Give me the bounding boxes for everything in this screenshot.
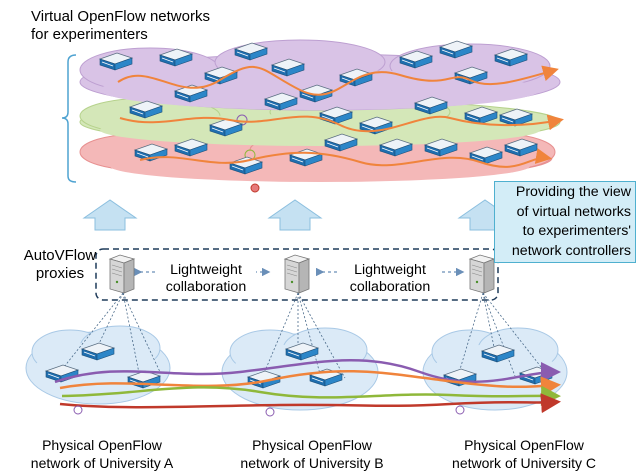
controller-view-callout: Providing the view of virtual networks t…: [494, 181, 636, 263]
spiral-mark: [265, 407, 275, 417]
physical-network-cloud-a: [25, 325, 171, 405]
collaboration-label-line: Lightweight: [170, 262, 242, 278]
proxy-server: [109, 254, 135, 294]
proxies-label-line: AutoVFlow: [23, 247, 97, 264]
physical-path-purple: [54, 358, 561, 384]
proxy-server: [284, 254, 310, 294]
up-arrow: [267, 199, 323, 231]
virtual-path: [139, 148, 552, 168]
autovflow-proxies-box: [95, 248, 499, 301]
collaboration-label-line: collaboration: [165, 279, 247, 295]
physical-path-green: [61, 385, 561, 406]
virtual-path: [117, 65, 559, 96]
control-links: [59, 292, 546, 379]
physical-path-red: [59, 393, 561, 414]
physical-network-label-a: Physical OpenFlow network of University …: [16, 436, 188, 472]
physical-path-orange: [59, 369, 561, 397]
physical-network-label-c: Physical OpenFlow network of University …: [438, 436, 610, 472]
physical-label-line: network of University C: [452, 455, 596, 471]
callout-line: to experimenters': [522, 223, 631, 239]
physical-label-line: Physical OpenFlow: [464, 437, 584, 453]
physical-label-line: Physical OpenFlow: [252, 437, 372, 453]
collaboration-label-line: collaboration: [349, 279, 431, 295]
collaboration-label-line: Lightweight: [354, 262, 426, 278]
proxy-server: [469, 254, 495, 294]
callout-line: Providing the view: [515, 184, 631, 200]
spiral-mark: [250, 183, 260, 193]
spiral-mark: [73, 405, 83, 415]
collaboration-label-left: Lightweight collaboration: [156, 262, 256, 296]
up-arrow: [82, 199, 138, 231]
virtual-networks-title-line: for experimenters: [31, 26, 148, 43]
collaboration-label-right: Lightweight collaboration: [340, 262, 440, 296]
virtual-networks-title: Virtual OpenFlow networks for experiment…: [31, 8, 210, 44]
callout-line: of virtual networks: [516, 203, 631, 220]
physical-label-line: network of University A: [30, 455, 174, 471]
physical-label-line: Physical OpenFlow: [42, 437, 162, 453]
physical-label-line: network of University B: [240, 455, 384, 471]
callout-line: network controllers: [511, 242, 631, 259]
physical-network-cloud-c: [422, 327, 568, 411]
autovflow-proxies-label: AutoVFlow proxies: [20, 247, 100, 283]
virtual-path: [119, 114, 564, 133]
virtual-networks-brace: [61, 54, 77, 183]
spiral-mark: [455, 405, 465, 415]
physical-network-label-b: Physical OpenFlow network of University …: [226, 436, 398, 472]
proxies-label-line: proxies: [35, 265, 85, 282]
virtual-networks-title-line: Virtual OpenFlow networks: [31, 8, 210, 25]
